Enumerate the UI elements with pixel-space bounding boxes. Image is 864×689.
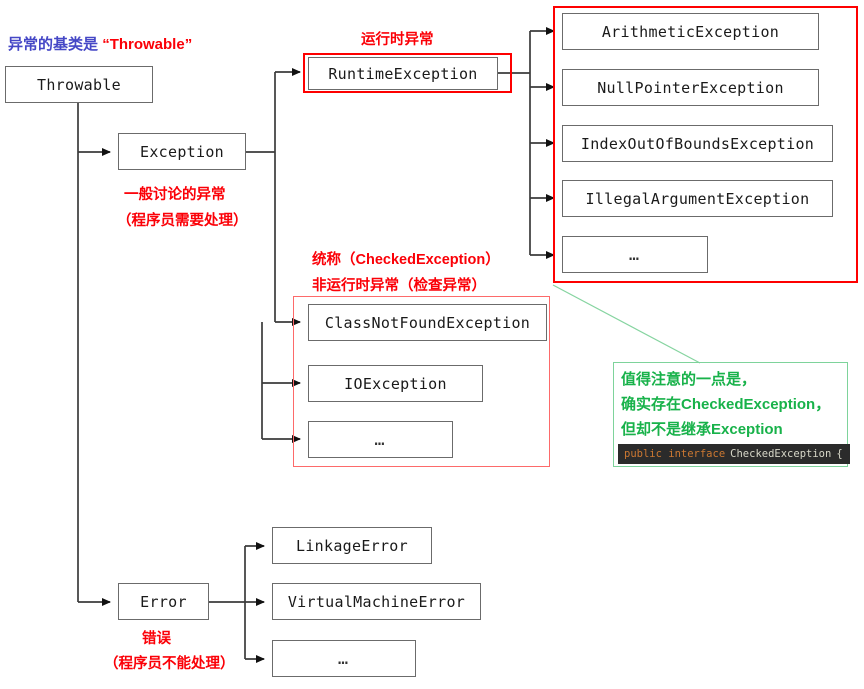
annotation-green-line3: 但却不是继承Exception: [621, 421, 783, 438]
title-quoted: “Throwable”: [102, 36, 193, 53]
code-identifier: CheckedException: [730, 448, 832, 460]
node-error-more[interactable]: …: [272, 640, 416, 677]
runtime-subclass-group: [553, 6, 858, 283]
node-virtual-machine-error[interactable]: VirtualMachineError: [272, 583, 481, 620]
runtime-exception-highlight: [303, 53, 512, 93]
node-runtime-exception[interactable]: RuntimeException: [308, 57, 498, 90]
node-exception[interactable]: Exception: [118, 133, 246, 170]
code-brace: {: [836, 448, 843, 460]
node-error[interactable]: Error: [118, 583, 209, 620]
node-class-not-found-exception[interactable]: ClassNotFoundException: [308, 304, 547, 341]
checked-exception-group: [293, 296, 550, 467]
page-title: 异常的基类是 “Throwable”: [8, 33, 192, 54]
annotation-green-line2: 确实存在CheckedException，: [621, 396, 831, 413]
node-null-pointer-exception[interactable]: NullPointerException: [562, 69, 819, 106]
node-checked-more[interactable]: …: [308, 421, 453, 458]
checked-exception-note-box: [613, 362, 848, 467]
node-index-out-of-bounds-exception[interactable]: IndexOutOfBoundsException: [562, 125, 833, 162]
title-prefix: 异常的基类是: [8, 36, 99, 53]
node-throwable[interactable]: Throwable: [5, 66, 153, 103]
annotation-checked-line2: 非运行时异常（检查异常）: [312, 278, 486, 294]
annotation-exception-line1: 一般讨论的异常: [124, 187, 226, 203]
code-keyword: public interface: [624, 448, 726, 460]
annotation-error-line2: （程序员不能处理）: [104, 656, 235, 672]
node-io-exception[interactable]: IOException: [308, 365, 483, 402]
node-arithmetic-exception[interactable]: ArithmeticException: [562, 13, 819, 50]
annotation-exception-line2: （程序员需要处理）: [117, 213, 248, 229]
annotation-checked-line1: 统称（CheckedException）: [312, 252, 500, 268]
annotation-error-line1: 错误: [142, 631, 171, 647]
annotation-runtime-label: 运行时异常: [361, 32, 434, 48]
node-linkage-error[interactable]: LinkageError: [272, 527, 432, 564]
node-runtime-more[interactable]: …: [562, 236, 708, 273]
annotation-green-line1: 值得注意的一点是，: [621, 371, 757, 388]
node-illegal-argument-exception[interactable]: IllegalArgumentException: [562, 180, 833, 217]
green-pointer-line: [552, 284, 701, 364]
code-snippet-strip: public interface CheckedException {: [618, 444, 850, 464]
